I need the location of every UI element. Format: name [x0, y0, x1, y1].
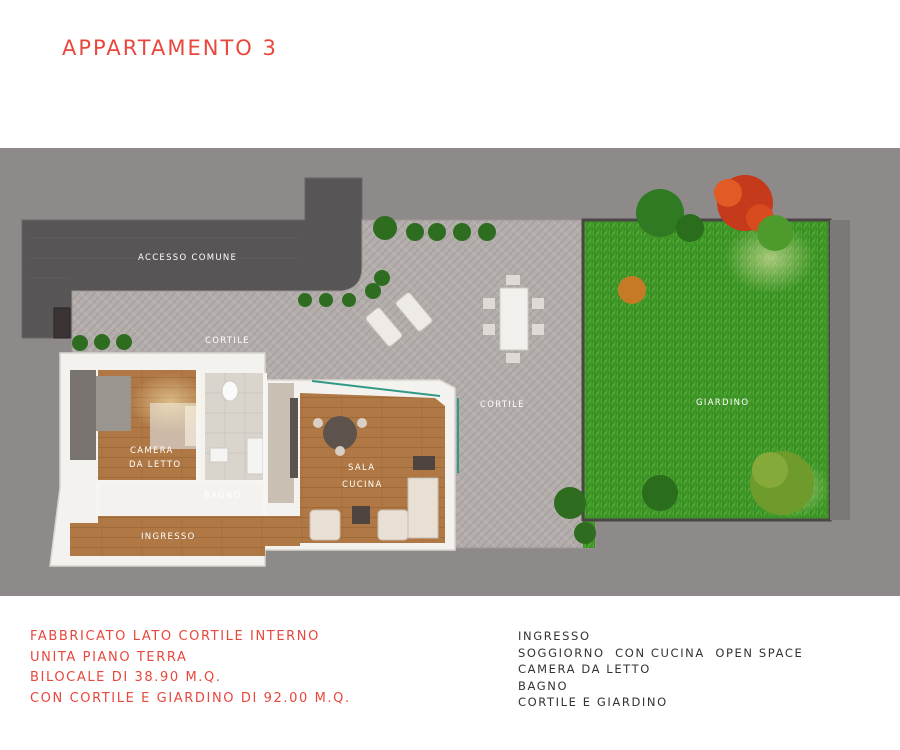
info-left-line: BILOCALE DI 38.90 M.Q. — [30, 670, 222, 686]
hedge-row-top — [72, 216, 596, 544]
label-camera-2: DA LETTO — [129, 460, 181, 470]
info-left-line: FABBRICATO LATO CORTILE INTERNO — [30, 629, 320, 644]
label-ingresso: INGRESSO — [141, 532, 196, 542]
label-camera-1: CAMERA — [130, 446, 174, 456]
info-left-line: CON CORTILE E GIARDINO DI 92.00 M.Q. — [30, 690, 351, 706]
label-sala: SALA — [348, 463, 375, 473]
label-giardino: GIARDINO — [696, 398, 749, 408]
room-item: BAGNO — [518, 678, 569, 693]
room-item: SOGGIORNO CON CUCINA OPEN SPACE — [518, 645, 804, 660]
unit-description: FABBRICATO LATO CORTILE INTERNO UNITA PI… — [30, 627, 351, 709]
label-cortile-top: CORTILE — [205, 336, 250, 346]
room-item: CORTILE E GIARDINO — [518, 695, 668, 710]
info-left-line: UNITA PIANO TERRA — [30, 649, 188, 665]
ingresso-floor — [70, 516, 300, 556]
indoor-table — [323, 416, 357, 450]
rooms-list: INGRESSO SOGGIORNO CON CUCINA OPEN SPACE… — [518, 628, 803, 711]
label-cucina: CUCINA — [342, 480, 383, 490]
dining-table-outdoor — [483, 275, 544, 363]
apartment-3 — [49, 352, 459, 567]
floor-plan: ACCESSO COMUNE CORTILE CORTILE GIARDINO … — [0, 148, 900, 596]
sofa — [407, 477, 439, 539]
page-title: APPARTAMENTO 3 — [62, 36, 278, 60]
room-item: INGRESSO — [518, 629, 591, 643]
kitchen-counter — [268, 383, 294, 503]
garden-trees — [618, 175, 814, 515]
label-accesso-comune: ACCESSO COMUNE — [138, 253, 237, 263]
label-cortile-mid: CORTILE — [480, 400, 525, 410]
room-item: CAMERA DA LETTO — [518, 662, 651, 677]
label-bagno: BAGNO — [204, 491, 242, 501]
sun-loungers — [365, 292, 433, 347]
